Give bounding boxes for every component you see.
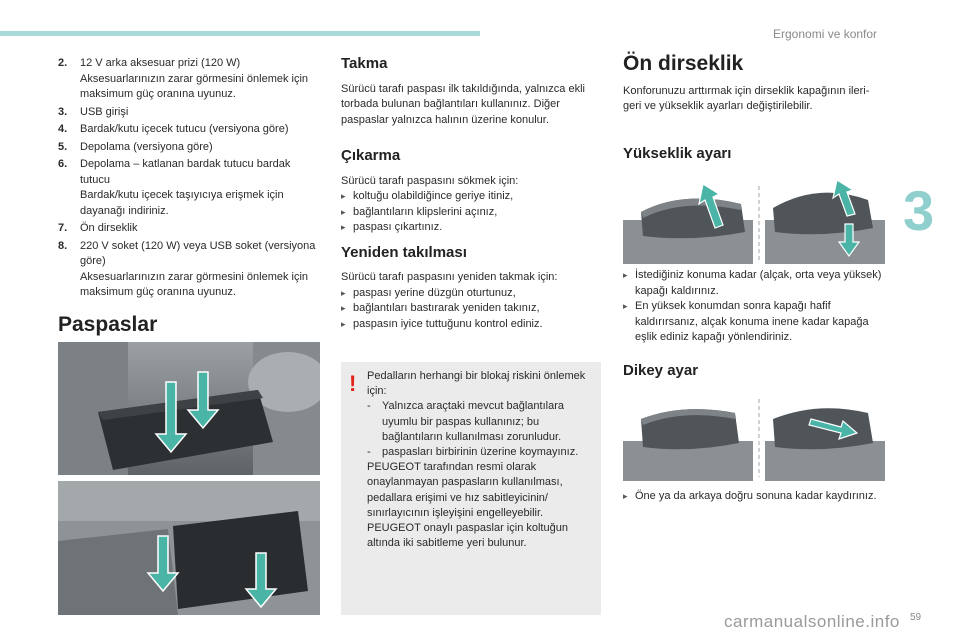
arrow-icon <box>146 535 180 593</box>
list-item: 6. Depolama – katlanan bardak tutucu bard… <box>58 157 320 219</box>
header-accent-bar <box>0 31 480 36</box>
list-item: 3. USB girişi <box>58 105 320 121</box>
cikarma-intro: Sürücü tarafı paspasını sökmek için: <box>341 174 519 187</box>
dikey-bullets: Öne ya da arkaya doğru sonuna kadar kayd… <box>623 489 885 505</box>
bullet-item: İstediğiniz konuma kadar (alçak, orta ve… <box>623 268 885 299</box>
watermark: carmanualsonline.info <box>724 612 900 631</box>
item-number: 6. <box>58 158 68 170</box>
arrow-up-icon <box>832 180 856 217</box>
item-number: 3. <box>58 105 68 118</box>
list-item: 8. 220 V soket (120 W) veya USB soket (ve… <box>58 239 320 301</box>
heading-dikey: Dikey ayar <box>623 361 699 379</box>
warning-text: Pedalların herhangi bir blokaj riskini ö… <box>367 369 595 551</box>
item-text: 12 V arka aksesuar prizi (120 W) <box>80 57 241 69</box>
item-text: Aksesuarlarınızın zarar görmesini önleme… <box>80 270 309 299</box>
takma-text: Sürücü tarafı paspası ilk takıldığında, … <box>341 82 585 126</box>
column-left: 2. 12 V arka aksesuar prizi (120 W) Aksesu… <box>58 56 320 303</box>
armrest-slide-photo <box>623 397 885 481</box>
arrow-down-icon <box>837 223 861 258</box>
armrest-illustration <box>623 397 885 481</box>
warning-icon: ! <box>349 371 357 396</box>
arrow-forward-icon <box>808 418 859 440</box>
dash-item: -paspasları birbirinin üzerine koymayını… <box>367 446 579 459</box>
bullet-item: bağlantıları bastırarak yeniden takınız, <box>341 301 603 317</box>
list-item: 2. 12 V arka aksesuar prizi (120 W) Aksesu… <box>58 56 320 103</box>
yeniden-intro: Sürücü tarafı paspasını yeniden takmak i… <box>341 271 558 283</box>
list-item: 7. Ön dirseklik <box>58 221 320 237</box>
bullet-item: koltuğu olabildiğince geriye itiniz, <box>341 189 603 205</box>
yukseklik-bullets: İstediğiniz konuma kadar (alçak, orta ve… <box>623 268 885 378</box>
bullet-item: paspasın iyice tuttuğunu kontrol ediniz. <box>341 317 603 333</box>
heading-on-dirseklik: Ön dirseklik <box>623 52 744 75</box>
bullet-item: paspası yerine düzgün oturtunuz, <box>341 286 603 302</box>
item-number: 5. <box>58 140 68 153</box>
bullet-item: paspası çıkartınız. <box>341 220 603 236</box>
dash-text: paspasları birbirinin üzerine koymayınız… <box>382 446 579 459</box>
dirseklik-intro: Konforunuzu arttırmak için dirseklik kap… <box>623 84 870 113</box>
item-text: Depolama (versiyona göre) <box>80 140 213 153</box>
floor-mat-photo-2 <box>58 481 320 615</box>
column-right: Ön dirseklik Konforunuzu arttırmak için … <box>623 52 885 162</box>
arrow-up-icon <box>698 183 724 229</box>
heading-takma: Takma <box>341 55 388 72</box>
bullet-item: En yüksek konumdan sonra kapağı hafif ka… <box>623 299 885 346</box>
page-number: 59 <box>910 612 922 623</box>
bullet-item: Öne ya da arkaya doğru sonuna kadar kayd… <box>623 489 885 505</box>
dash-text: Yalnızca araçtaki mevcut bağlantılara uy… <box>382 400 564 443</box>
section-title: Ergonomi ve konfor <box>773 27 878 41</box>
item-number: 8. <box>58 239 68 252</box>
warning-lead: Pedalların herhangi bir blokaj riskini ö… <box>367 370 586 398</box>
item-text: Bardak/kutu içecek tutucu (versiyona gör… <box>80 123 289 135</box>
item-number: 7. <box>58 222 68 234</box>
dash-item: -Yalnızca araçtaki mevcut bağlantılara u… <box>367 400 564 443</box>
heading-paspaslar: Paspaslar <box>58 313 158 336</box>
item-text: USB girişi <box>80 105 129 118</box>
arrow-icon <box>186 371 220 430</box>
chapter-number: 3 <box>903 179 935 242</box>
item-text: Ön dirseklik <box>80 222 138 234</box>
warning-body: PEUGEOT tarafından resmi olarak onaylanm… <box>367 461 568 550</box>
item-text: Bardak/kutu içecek taşıyıcıya erişmek iç… <box>80 189 284 217</box>
column-middle: Takma Sürücü tarafı paspası ilk takıldığ… <box>341 56 603 332</box>
warning-box: ! Pedalların herhangi bir blokaj riskini… <box>341 362 601 615</box>
heading-cikarma: Çıkarma <box>341 147 401 164</box>
floor-mat-photo-1 <box>58 342 320 475</box>
bullet-item: bağlantıların klipslerini açınız, <box>341 205 603 221</box>
list-item: 4. Bardak/kutu içecek tutucu (versiyona g… <box>58 122 320 138</box>
floor-mat-illustration <box>58 481 320 615</box>
arrow-icon <box>154 381 188 454</box>
item-number: 2. <box>58 57 68 69</box>
armrest-illustration <box>623 180 885 264</box>
list-item: 5. Depolama (versiyona göre) <box>58 140 320 156</box>
numbered-list: 2. 12 V arka aksesuar prizi (120 W) Aksesu… <box>58 56 320 301</box>
item-text: 220 V soket (120 W) veya USB soket (vers… <box>80 239 316 268</box>
item-number: 4. <box>58 123 68 135</box>
floor-mat-illustration <box>58 342 320 475</box>
armrest-height-photo <box>623 180 885 264</box>
item-text: Depolama – katlanan bardak tutucu bardak… <box>80 158 291 186</box>
item-text: Aksesuarlarınızın zarar görmesini önleme… <box>80 72 309 101</box>
arrow-icon <box>244 552 278 609</box>
heading-yukseklik: Yükseklik ayarı <box>623 144 732 162</box>
heading-yeniden: Yeniden takılması <box>341 243 467 261</box>
